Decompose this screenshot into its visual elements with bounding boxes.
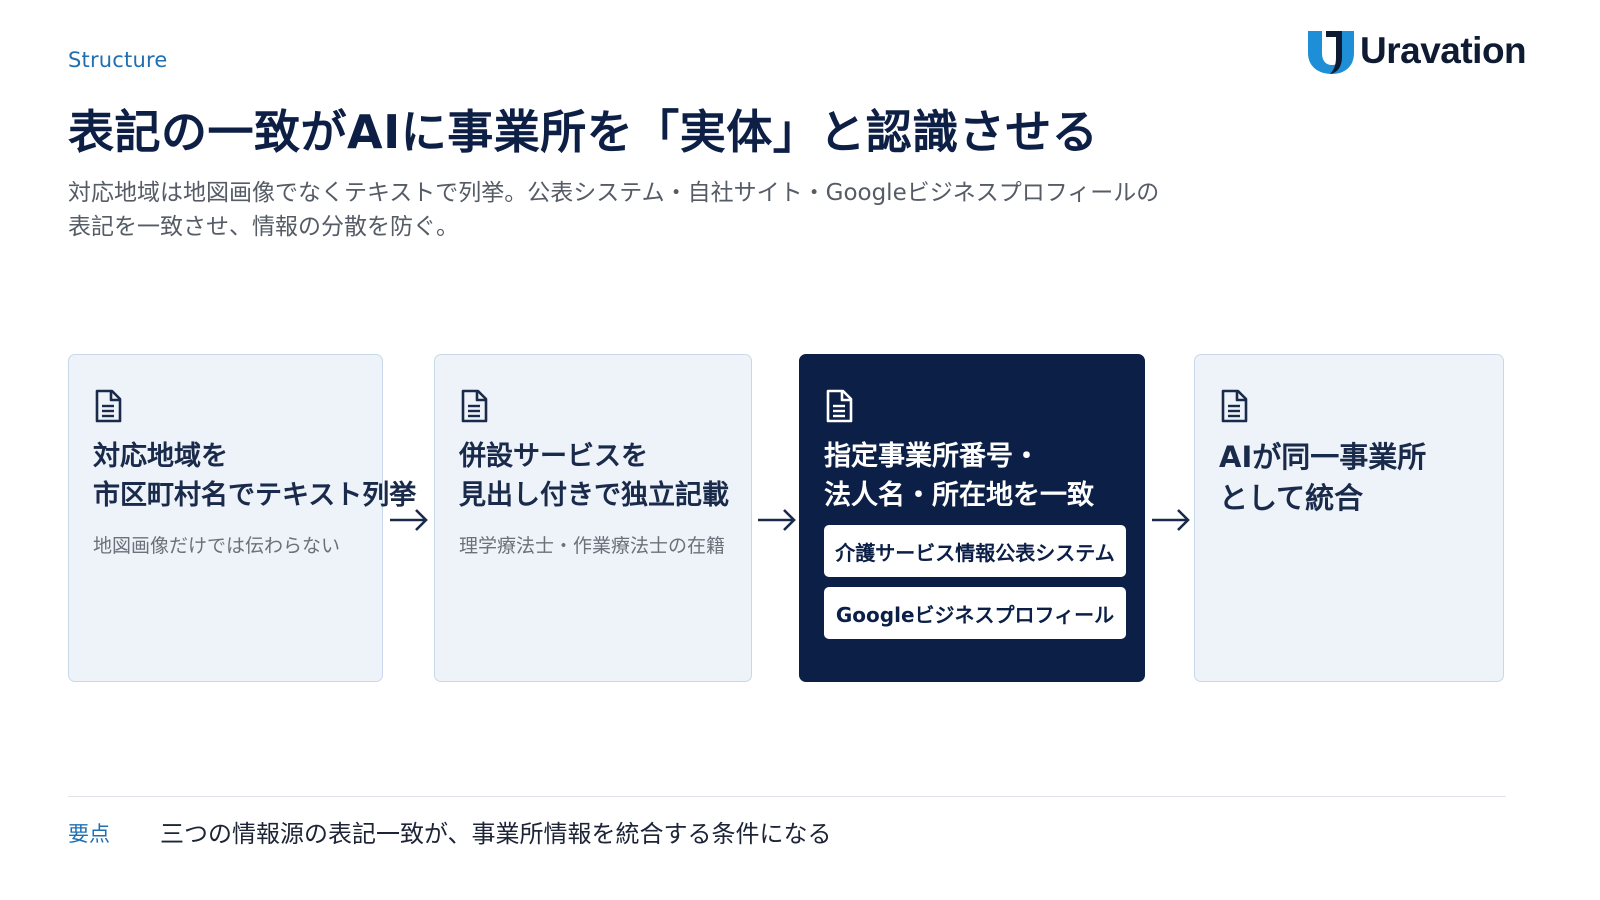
card-title: 指定事業所番号・ 法人名・所在地を一致 xyxy=(824,437,1124,515)
card-title-line: 見出し付きで独立記載 xyxy=(459,480,729,511)
subtitle-line-2: 表記を一致させ、情報の分散を防ぐ。 xyxy=(68,214,459,240)
step-card-1: 対応地域を 市区町村名でテキスト列挙 地図画像だけでは伝わらない xyxy=(68,354,417,682)
page-title: 表記の一致がAIに事業所を「実体」と認識させる xyxy=(68,105,1099,159)
arrow-right-icon xyxy=(390,509,428,531)
source-pill: 介護サービス情報公表システム xyxy=(824,525,1126,577)
card-title: AIが同一事業所 として統合 xyxy=(1219,437,1479,519)
card-note: 地図画像だけでは伝わらない xyxy=(93,535,341,557)
key-point-label: 要点 xyxy=(68,822,110,846)
card-title: 対応地域を 市区町村名でテキスト列挙 xyxy=(93,437,417,515)
key-point-text: 三つの情報源の表記一致が、事業所情報を統合する条件になる xyxy=(160,820,832,848)
card-title-line: として統合 xyxy=(1219,481,1364,515)
card-title-line: 指定事業所番号・ xyxy=(824,441,1040,472)
step-card-2: 併設サービスを 見出し付きで独立記載 理学療法士・作業療法士の在籍 xyxy=(434,354,752,682)
footer-divider xyxy=(68,796,1506,797)
section-label: Structure xyxy=(68,48,168,72)
card-title-line: 市区町村名でテキスト列挙 xyxy=(93,480,417,511)
document-icon xyxy=(461,389,488,423)
document-icon xyxy=(826,389,853,423)
card-title: 併設サービスを 見出し付きで独立記載 xyxy=(459,437,729,515)
step-card-4: AIが同一事業所 として統合 xyxy=(1194,354,1504,682)
arrow-right-icon xyxy=(758,509,796,531)
subtitle-line-1: 対応地域は地図画像でなくテキストで列挙。公表システム・自社サイト・Googleビ… xyxy=(68,180,1160,206)
document-icon xyxy=(95,389,122,423)
uravation-logo-icon xyxy=(1308,31,1354,74)
card-note: 理学療法士・作業療法士の在籍 xyxy=(459,535,726,557)
card-title-line: AIが同一事業所 xyxy=(1219,440,1427,474)
page-subtitle: 対応地域は地図画像でなくテキストで列挙。公表システム・自社サイト・Googleビ… xyxy=(68,176,1268,244)
brand-logo: Uravation xyxy=(1304,26,1527,76)
card-title-line: 併設サービスを xyxy=(459,441,648,472)
source-pill: Googleビジネスプロフィール xyxy=(824,587,1126,639)
brand-name: Uravation xyxy=(1360,30,1527,71)
arrow-right-icon xyxy=(1152,509,1190,531)
step-card-3: 指定事業所番号・ 法人名・所在地を一致 介護サービス情報公表システム Googl… xyxy=(799,354,1145,682)
document-icon xyxy=(1221,389,1248,423)
card-title-line: 対応地域を xyxy=(93,441,228,472)
card-title-line: 法人名・所在地を一致 xyxy=(824,480,1094,511)
